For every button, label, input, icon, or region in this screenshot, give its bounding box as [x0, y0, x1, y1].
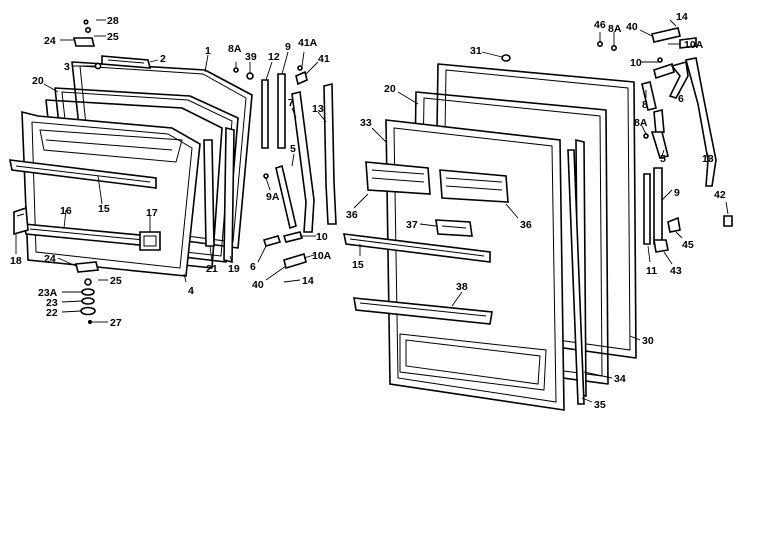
callout-f-9: 9: [285, 41, 291, 53]
fresh-food-door-assembly: [342, 27, 733, 411]
callout-f-20: 20: [32, 75, 44, 87]
callout-f-16: 16: [60, 205, 72, 217]
callout-f-4: 4: [188, 285, 194, 297]
fresh-food-hinge-hardware: [596, 27, 733, 253]
callout-r-31: 31: [470, 45, 482, 57]
callout-f-25: 25: [107, 31, 119, 43]
freezer-lower-hinge-stack: [74, 261, 100, 325]
callout-f-10a: 10A: [312, 250, 332, 262]
callout-r-8: 8: [642, 99, 648, 111]
freezer-top-hinge-hardware: [72, 19, 96, 47]
callout-f-27: 27: [110, 317, 122, 329]
callout-f-9a: 9A: [266, 191, 280, 203]
fresh-food-dairy-bin-right: [439, 169, 509, 203]
callout-r-11: 11: [646, 265, 657, 277]
freezer-latch: [139, 231, 161, 251]
callout-f-7: 7: [288, 97, 294, 109]
callout-f-14: 14: [302, 275, 314, 287]
callout-f-8a: 8A: [228, 43, 242, 55]
callout-f-3: 3: [64, 61, 70, 73]
freezer-hinge-hardware: [233, 65, 337, 270]
callout-f-21: 21: [206, 263, 218, 275]
callout-r-15: 15: [352, 259, 364, 271]
callout-r-5: 5: [660, 153, 666, 165]
callout-f-40: 40: [252, 279, 264, 291]
fresh-food-dairy-bin-left: [365, 161, 431, 195]
callout-labels-freezer: 28 24 25 2 3 1 8A 39 9 41A 41 20 12 7 13…: [10, 15, 332, 329]
callout-r-33: 33: [360, 117, 372, 129]
callout-f-6: 6: [250, 261, 256, 273]
callout-f-24b: 24: [44, 253, 56, 265]
freezer-inner-door-liner: [21, 110, 201, 277]
callout-f-15: 15: [98, 203, 110, 215]
callout-r-40: 40: [626, 21, 638, 33]
callout-f-18: 18: [10, 255, 22, 267]
callout-r-8a: 8A: [608, 23, 622, 35]
fresh-food-lower-shelf: [353, 297, 493, 325]
callout-f-41a: 41A: [298, 37, 318, 49]
callout-f-19: 19: [228, 263, 240, 275]
fresh-food-shelf-bar: [342, 233, 491, 263]
freezer-top-handle: [101, 55, 152, 69]
callout-leaders: [15, 19, 729, 403]
callout-labels-fresh-food: 31 46 8A 40 14 10A 10 20 33 6 8 8A 5 13 …: [346, 11, 726, 411]
callout-r-36a: 36: [346, 209, 358, 221]
callout-r-34: 34: [614, 373, 626, 385]
callout-r-36b: 36: [520, 219, 532, 231]
callout-r-46: 46: [594, 19, 606, 31]
callout-f-28: 28: [107, 15, 119, 27]
freezer-door-assembly: [8, 19, 337, 325]
callout-r-9: 9: [674, 187, 680, 199]
freezer-shelf-bar: [8, 159, 157, 189]
callout-f-23: 23: [46, 297, 58, 309]
callout-r-20: 20: [384, 83, 396, 95]
callout-r-13: 13: [702, 153, 714, 165]
callout-r-30: 30: [642, 335, 654, 347]
callout-r-37: 37: [406, 219, 418, 231]
callout-f-1: 1: [205, 45, 211, 57]
callout-f-24: 24: [44, 35, 56, 47]
callout-r-45: 45: [682, 239, 694, 251]
callout-f-23a: 23A: [38, 287, 58, 299]
fresh-food-cap-31: [501, 54, 511, 62]
freezer-screw-3: [94, 62, 102, 70]
callout-f-41: 41: [318, 53, 330, 65]
callout-f-10: 10: [316, 231, 328, 243]
callout-r-42: 42: [714, 189, 726, 201]
callout-f-39: 39: [245, 51, 257, 63]
freezer-lower-hinge: [13, 206, 29, 236]
callout-f-2: 2: [160, 53, 166, 65]
callout-f-22: 22: [46, 307, 58, 319]
fresh-food-side-trims: [567, 138, 587, 405]
callout-f-13: 13: [312, 103, 324, 115]
callout-r-35: 35: [594, 399, 606, 411]
callout-r-38: 38: [456, 281, 468, 293]
freezer-side-trim: [203, 126, 235, 264]
callout-f-12: 12: [268, 51, 280, 63]
fresh-food-inner-door-liner: [385, 119, 565, 411]
callout-r-10: 10: [630, 57, 642, 69]
callout-r-43: 43: [670, 265, 682, 277]
callout-f-17: 17: [146, 207, 158, 219]
callout-r-10a: 10A: [684, 39, 704, 51]
callout-r-6: 6: [678, 93, 684, 105]
fresh-food-small-bin: [435, 219, 473, 237]
callout-f-25b: 25: [110, 275, 122, 287]
callout-f-5: 5: [290, 143, 296, 155]
callout-r-14: 14: [676, 11, 688, 23]
callout-r-8a2: 8A: [634, 117, 648, 129]
